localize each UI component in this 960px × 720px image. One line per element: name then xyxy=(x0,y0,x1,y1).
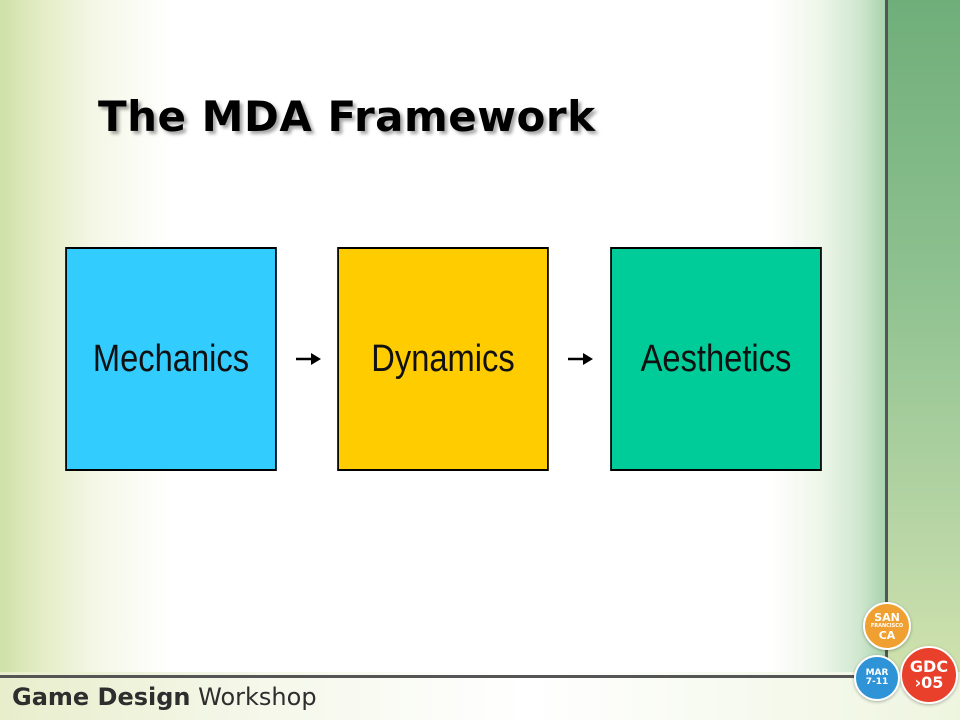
dynamics-label: Dynamics xyxy=(371,337,515,380)
footer-bar xyxy=(0,672,960,720)
footer-workshop-text: Game Design Workshop xyxy=(12,683,317,711)
footer-divider-line xyxy=(0,675,870,678)
logo-gdc-badge: GDC ›05 xyxy=(900,646,958,704)
mechanics-label: Mechanics xyxy=(92,337,250,380)
aesthetics-box: Aesthetics xyxy=(610,247,822,471)
logo-francisco-text: FRANCISCO xyxy=(870,622,904,629)
logo-month-text: MAR xyxy=(865,668,889,678)
right-divider-line xyxy=(885,0,888,720)
arrow-dynamics-to-aesthetics xyxy=(568,353,593,365)
logo-date-badge: MAR 7-11 xyxy=(854,655,900,701)
arrow-mechanics-to-dynamics xyxy=(296,353,321,365)
logo-days-text: 7-11 xyxy=(865,677,889,687)
footer-plain-text: Workshop xyxy=(190,683,317,711)
slide-title: The MDA Framework xyxy=(98,92,596,141)
logo-ca-text: CA xyxy=(878,628,896,642)
aesthetics-label: Aesthetics xyxy=(640,337,792,380)
mechanics-box: Mechanics xyxy=(65,247,277,471)
logo-san-text: SAN xyxy=(874,610,900,624)
logo-year-text: ›05 xyxy=(914,673,944,692)
logo-gdc-text: GDC xyxy=(909,657,949,676)
right-decorative-band xyxy=(888,0,960,720)
footer-bold-text: Game Design xyxy=(12,683,191,711)
logo-san-francisco-badge: SAN FRANCISCO CA xyxy=(863,602,911,650)
gdc-logo: SAN FRANCISCO CA GDC ›05 MAR 7-11 xyxy=(850,600,958,718)
dynamics-box: Dynamics xyxy=(337,247,549,471)
